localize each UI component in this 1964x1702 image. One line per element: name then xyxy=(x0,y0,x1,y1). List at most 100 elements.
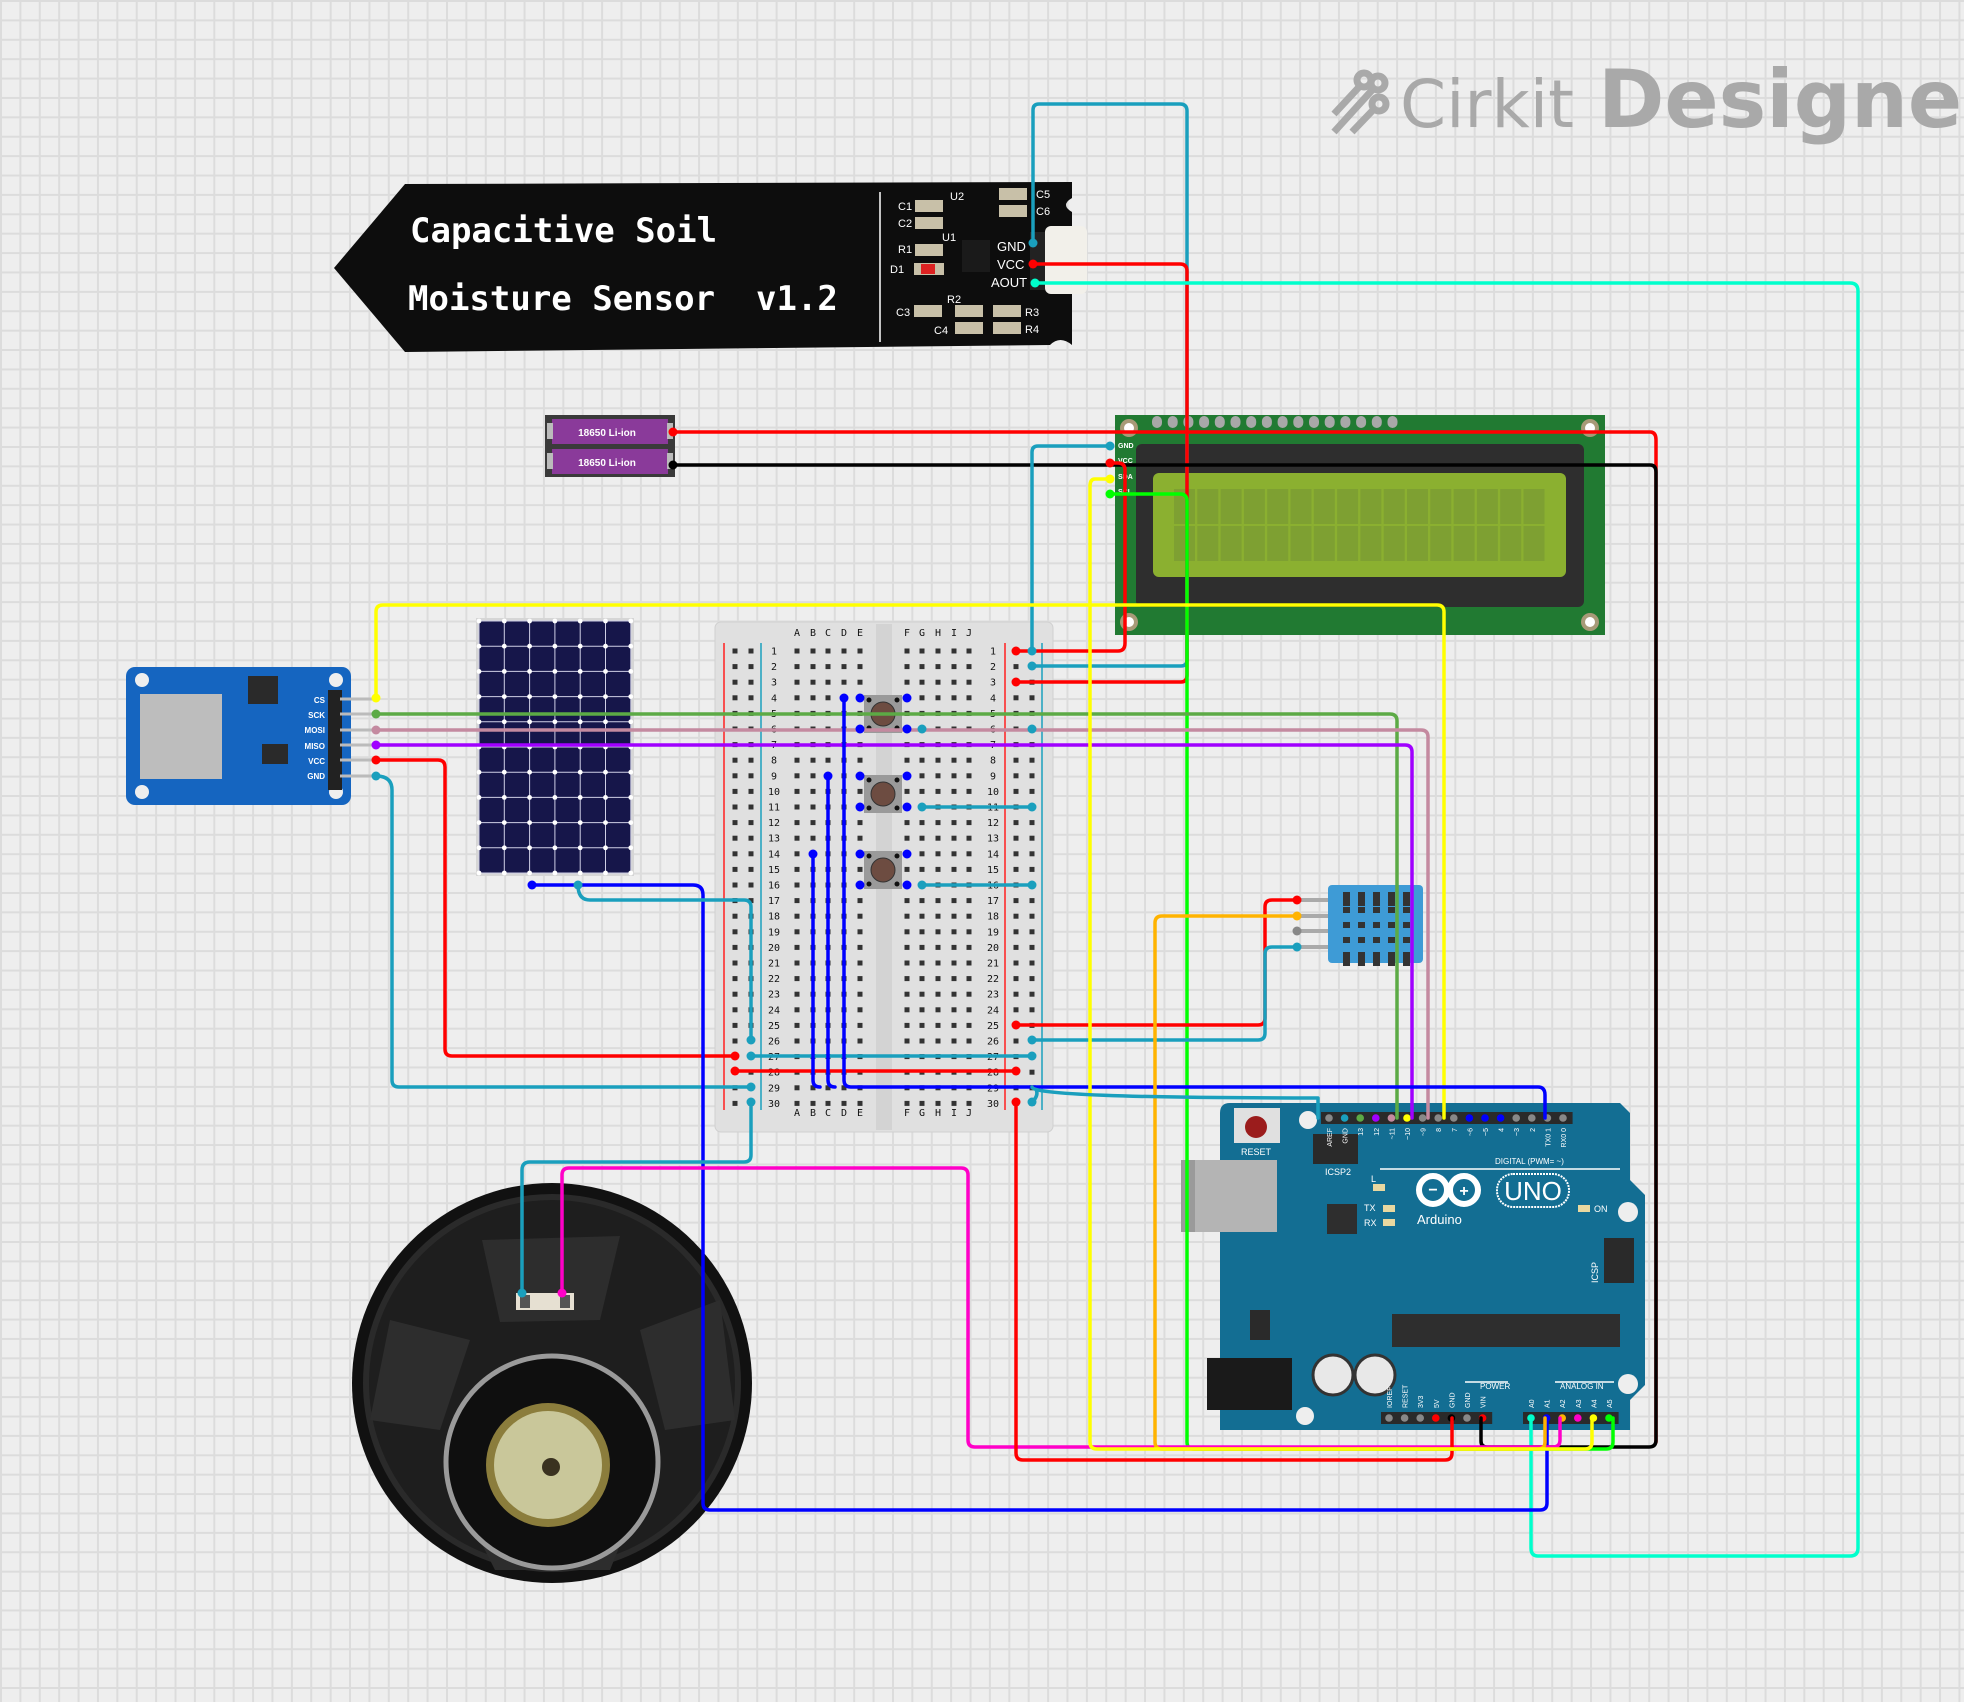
wire-endpoint xyxy=(902,693,912,703)
micro-sd-card-module[interactable]: CS SCK MOSI MISO VCC GND xyxy=(126,667,375,805)
pushbutton[interactable] xyxy=(864,851,902,889)
soil-gnd-wire xyxy=(1030,102,1189,668)
solar-negative-wire xyxy=(576,883,753,1042)
speaker-terminals xyxy=(516,1293,574,1310)
column-label: F xyxy=(904,1108,910,1119)
soil-moisture-sensor[interactable]: Capacitive Soil Moisture Sensor v1.2 C1C… xyxy=(334,182,1087,352)
wire-endpoint xyxy=(1105,474,1115,484)
wire-endpoint xyxy=(902,724,912,734)
header-pin-label: RESET xyxy=(1403,1384,1410,1408)
sd-pin-gnd: GND xyxy=(307,772,325,781)
wire-endpoint xyxy=(808,849,818,859)
pushbutton[interactable] xyxy=(864,775,902,813)
row-number-label: 17 xyxy=(768,896,780,907)
header-pin xyxy=(1463,1414,1471,1422)
wire-endpoint xyxy=(1027,661,1037,671)
circuit-logo-icon xyxy=(1331,69,1390,135)
lcd-header-pin xyxy=(1230,416,1241,428)
header-pin xyxy=(1403,1114,1411,1122)
pushbuttons xyxy=(864,695,902,889)
svg-text:C5: C5 xyxy=(1036,189,1050,201)
wire-endpoint xyxy=(902,849,912,859)
speaker[interactable] xyxy=(352,1183,752,1583)
row-number-label: 12 xyxy=(987,818,999,829)
wire-endpoint xyxy=(855,693,865,703)
wire-endpoint xyxy=(1011,677,1021,687)
wire-endpoint xyxy=(917,724,927,734)
lcd-char-cell xyxy=(1360,526,1382,561)
wire-endpoint xyxy=(1027,646,1037,656)
battery-cell-2-label: 18650 Li-ion xyxy=(578,458,636,469)
battery-pack[interactable]: 18650 Li-ion 18650 Li-ion xyxy=(545,415,675,477)
svg-text:ICSP2: ICSP2 xyxy=(1325,1167,1351,1177)
header-pin xyxy=(1496,1114,1505,1122)
sd-pin-sck: SCK xyxy=(308,711,325,720)
lcd-char-cell xyxy=(1220,489,1242,524)
sensor-title-line1: Capacitive Soil xyxy=(410,211,717,251)
arduino-uno[interactable]: RESET ICSP2 ICSP L TX RX ON DIGITAL (PWM… xyxy=(1181,1103,1645,1430)
header-pin xyxy=(1400,1414,1409,1422)
svg-text:C6: C6 xyxy=(1036,206,1050,218)
wire-endpoint xyxy=(855,849,865,859)
lcd-16x2-display[interactable]: GND VCC SDA SCL xyxy=(1115,415,1605,635)
header-pin-label: ~5 xyxy=(1483,1128,1490,1136)
row-number-label: 21 xyxy=(768,959,780,970)
header-pin xyxy=(1387,1114,1396,1122)
lcd-char-cell xyxy=(1430,489,1452,524)
row-number-label: 16 xyxy=(768,881,780,892)
sd-cs-wire xyxy=(374,603,1446,1120)
wire-endpoint xyxy=(1028,259,1038,269)
lcd-char-cell xyxy=(1243,526,1265,561)
sd-pin-cs: CS xyxy=(314,696,326,705)
wire-endpoint xyxy=(855,724,865,734)
lcd-char-cell xyxy=(1476,526,1498,561)
button3-wire xyxy=(811,852,822,1089)
row-number-label: 15 xyxy=(768,865,780,876)
sd-sck-wire xyxy=(374,712,1399,1120)
header-pin-label: A4 xyxy=(1591,1399,1598,1408)
lcd-char-cell xyxy=(1523,489,1545,524)
svg-text:D1: D1 xyxy=(890,264,904,276)
svg-text:C4: C4 xyxy=(934,325,948,337)
wire-endpoint xyxy=(902,880,912,890)
dht-sensor[interactable] xyxy=(1297,885,1423,966)
lcd-char-cell xyxy=(1476,489,1498,524)
lcd-header-pin xyxy=(1324,416,1335,428)
battery-cell-1-label: 18650 Li-ion xyxy=(578,428,636,439)
svg-text:C3: C3 xyxy=(896,307,910,319)
wire-endpoint xyxy=(517,1288,527,1298)
wire-endpoint xyxy=(917,802,927,812)
column-label: C xyxy=(825,1108,831,1119)
sd-pin-vcc: VCC xyxy=(308,757,325,766)
led-l-label: L xyxy=(1371,1174,1376,1184)
sd-gnd-wire xyxy=(374,774,753,1089)
column-label: J xyxy=(966,1108,972,1119)
lcd-char-cell xyxy=(1267,526,1289,561)
uno-model-label: UNO xyxy=(1504,1176,1562,1206)
row-number-label: 17 xyxy=(987,896,999,907)
brand-light-text: Cirkit xyxy=(1400,66,1574,143)
wire-endpoint xyxy=(1027,802,1037,812)
column-label: J xyxy=(966,628,972,639)
row-number-label: 8 xyxy=(771,756,777,767)
lcd-header-pin xyxy=(1309,416,1319,428)
header-pin xyxy=(1434,1114,1442,1122)
column-label: B xyxy=(810,628,816,639)
sd-card-slot xyxy=(140,694,222,779)
lcd-sda-wire xyxy=(1088,477,1594,1451)
lcd-char-cell xyxy=(1523,526,1545,561)
reset-button[interactable]: RESET xyxy=(1234,1108,1280,1157)
lcd-char-cell xyxy=(1430,526,1452,561)
led-tx-label: TX xyxy=(1364,1203,1376,1213)
solar-panel[interactable] xyxy=(476,618,634,876)
row-number-label: 13 xyxy=(987,834,999,845)
row-number-label: 10 xyxy=(987,787,999,798)
lcd-header-pin xyxy=(1340,416,1351,428)
header-pin-label: 7 xyxy=(1452,1128,1459,1132)
column-label: I xyxy=(951,1108,957,1119)
row-number-label: 25 xyxy=(768,1021,780,1032)
wire-endpoint xyxy=(1292,895,1302,905)
